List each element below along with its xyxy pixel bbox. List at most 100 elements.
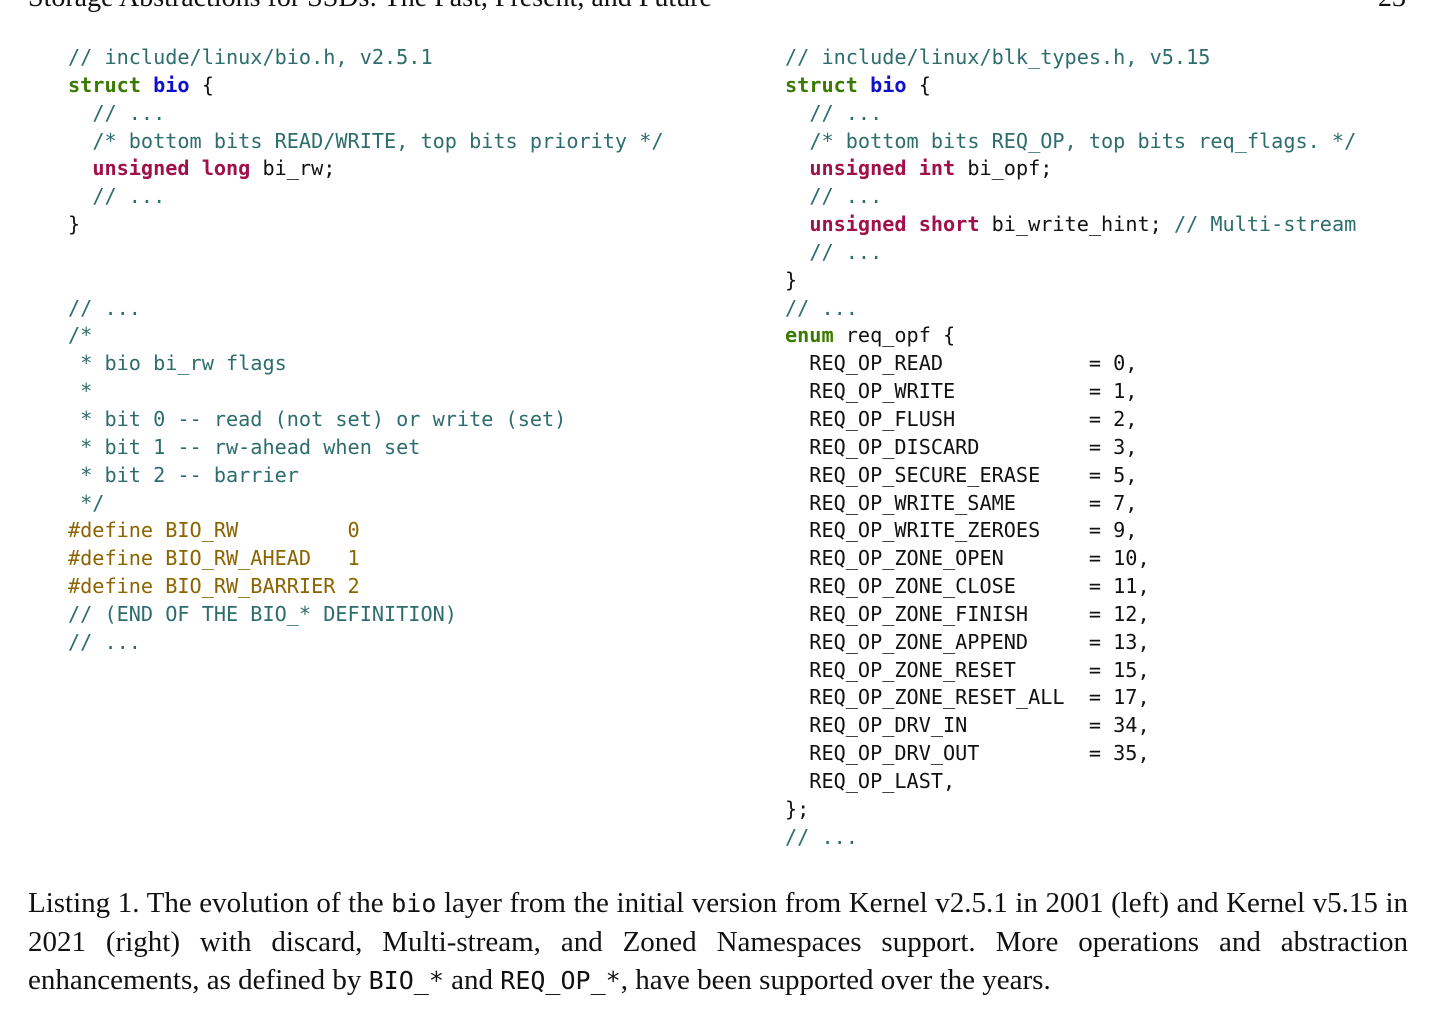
code-token: REQ_OP_DRV_IN = 34, <box>785 713 1150 738</box>
code-line: // include/linux/bio.h, v2.5.1 <box>68 44 664 72</box>
code-token <box>68 184 92 208</box>
code-token: } <box>68 212 81 237</box>
code-token: // ... <box>785 824 858 849</box>
code-line: unsigned long bi_rw; <box>68 155 664 183</box>
code-line: // ... <box>785 183 1356 211</box>
code-line: // ... <box>68 100 664 128</box>
code-line: * <box>68 378 664 406</box>
code-line: */ <box>68 490 664 518</box>
page-number: 23 <box>1378 0 1406 14</box>
code-token: unsigned short <box>809 212 980 237</box>
code-line: struct bio { <box>785 72 1356 100</box>
code-line: REQ_OP_SECURE_ERASE = 5, <box>785 462 1356 490</box>
code-token: } <box>785 267 798 292</box>
code-line: } <box>68 211 664 239</box>
code-token: bi_rw; <box>250 156 336 181</box>
code-token <box>785 101 809 125</box>
code-line: * bit 1 -- rw-ahead when set <box>68 434 664 462</box>
code-line: // ... <box>68 295 664 323</box>
code-token: REQ_OP_ZONE_OPEN = 10, <box>785 546 1150 571</box>
code-token: * bit 0 -- read (not set) or write (set) <box>68 406 567 431</box>
code-token: bi_write_hint; <box>979 212 1174 237</box>
code-token: #define BIO_RW_BARRIER 2 <box>68 574 360 599</box>
code-line: }; <box>785 796 1356 824</box>
code-token: // ... <box>809 100 883 125</box>
code-line: struct bio { <box>68 72 664 100</box>
code-token <box>141 73 153 97</box>
code-line: // ... <box>785 295 1356 323</box>
code-token: REQ_OP_DRV_OUT = 35, <box>785 741 1150 766</box>
code-token: req_opf { <box>833 323 956 348</box>
code-token: REQ_OP_LAST, <box>785 768 956 793</box>
code-line: REQ_OP_LAST, <box>785 768 1356 796</box>
code-token: bio <box>870 72 907 97</box>
code-line: * bit 0 -- read (not set) or write (set) <box>68 406 664 434</box>
code-token <box>785 129 809 153</box>
code-token: REQ_OP_ZONE_APPEND = 13, <box>785 629 1150 654</box>
code-token: REQ_OP_WRITE_ZEROES = 9, <box>785 518 1138 543</box>
code-line <box>68 267 664 295</box>
code-token: // ... <box>68 295 141 320</box>
code-token: * bio bi_rw flags <box>68 351 287 376</box>
code-token: REQ_OP_ZONE_RESET_ALL = 17, <box>785 685 1150 710</box>
code-line: REQ_OP_ZONE_RESET = 15, <box>785 657 1356 685</box>
code-token: REQ_OP_ZONE_CLOSE = 11, <box>785 574 1150 599</box>
running-header-title: Storage Abstractions for SSDs: The Past,… <box>28 0 712 14</box>
code-line: unsigned short bi_write_hint; // Multi-s… <box>785 211 1356 239</box>
code-line: REQ_OP_WRITE_ZEROES = 9, <box>785 517 1356 545</box>
code-token: // ... <box>92 100 166 125</box>
code-token: // (END OF THE BIO_* DEFINITION) <box>68 601 457 626</box>
code-token: // ... <box>785 295 858 320</box>
code-token: /* bottom bits REQ_OP, top bits req_flag… <box>809 128 1357 153</box>
code-token: struct <box>785 72 858 97</box>
code-line: REQ_OP_DRV_OUT = 35, <box>785 740 1356 768</box>
code-token: unsigned int <box>809 156 956 181</box>
caption-label: Listing 1. <box>28 887 140 919</box>
code-line: REQ_OP_WRITE_SAME = 7, <box>785 490 1356 518</box>
caption-code-req-op: REQ_OP_* <box>500 966 621 995</box>
code-token: REQ_OP_READ = 0, <box>785 351 1138 376</box>
code-line: * bit 2 -- barrier <box>68 462 664 490</box>
code-token <box>785 156 809 180</box>
code-line: /* <box>68 322 664 350</box>
code-token <box>785 240 809 264</box>
code-token: bi_opf; <box>955 156 1053 181</box>
caption-text: and <box>443 964 501 996</box>
code-line: // include/linux/blk_types.h, v5.15 <box>785 44 1356 72</box>
code-line: // (END OF THE BIO_* DEFINITION) <box>68 601 664 629</box>
code-line: #define BIO_RW_BARRIER 2 <box>68 573 664 601</box>
code-token: #define BIO_RW_AHEAD 1 <box>68 546 360 571</box>
code-token: /* <box>68 323 93 348</box>
code-token: struct <box>68 72 141 97</box>
code-line: REQ_OP_ZONE_RESET_ALL = 17, <box>785 684 1356 712</box>
code-line: REQ_OP_WRITE = 1, <box>785 378 1356 406</box>
code-line: REQ_OP_READ = 0, <box>785 350 1356 378</box>
code-token <box>68 156 92 180</box>
code-token: REQ_OP_ZONE_FINISH = 12, <box>785 601 1150 626</box>
code-line <box>68 239 664 267</box>
code-token: // ... <box>92 184 166 209</box>
caption-text: The evolution of the <box>139 887 392 919</box>
code-line: * bio bi_rw flags <box>68 350 664 378</box>
caption-code-bio-star: BIO_* <box>368 966 444 995</box>
code-token <box>68 129 92 153</box>
code-line: // ... <box>68 629 664 657</box>
code-line: // ... <box>68 183 664 211</box>
code-token: // Multi-stream <box>1173 212 1357 237</box>
code-token: // include/linux/bio.h, v2.5.1 <box>68 45 433 69</box>
code-line: // ... <box>785 824 1356 852</box>
code-token: REQ_OP_SECURE_ERASE = 5, <box>785 462 1138 487</box>
code-listing-left: // include/linux/bio.h, v2.5.1 struct bio… <box>68 44 664 657</box>
caption-text: , have been supported over the years. <box>620 964 1051 996</box>
code-token: REQ_OP_ZONE_RESET = 15, <box>785 657 1150 682</box>
code-token: bio <box>153 72 190 97</box>
code-line: enum req_opf { <box>785 322 1356 350</box>
code-line: #define BIO_RW_AHEAD 1 <box>68 545 664 573</box>
code-token: * <box>68 379 93 404</box>
code-line: unsigned int bi_opf; <box>785 155 1356 183</box>
code-token: #define BIO_RW 0 <box>68 518 360 543</box>
code-line: REQ_OP_DISCARD = 3, <box>785 434 1356 462</box>
code-line: /* bottom bits READ/WRITE, top bits prio… <box>68 128 663 156</box>
code-line: REQ_OP_ZONE_OPEN = 10, <box>785 545 1356 573</box>
